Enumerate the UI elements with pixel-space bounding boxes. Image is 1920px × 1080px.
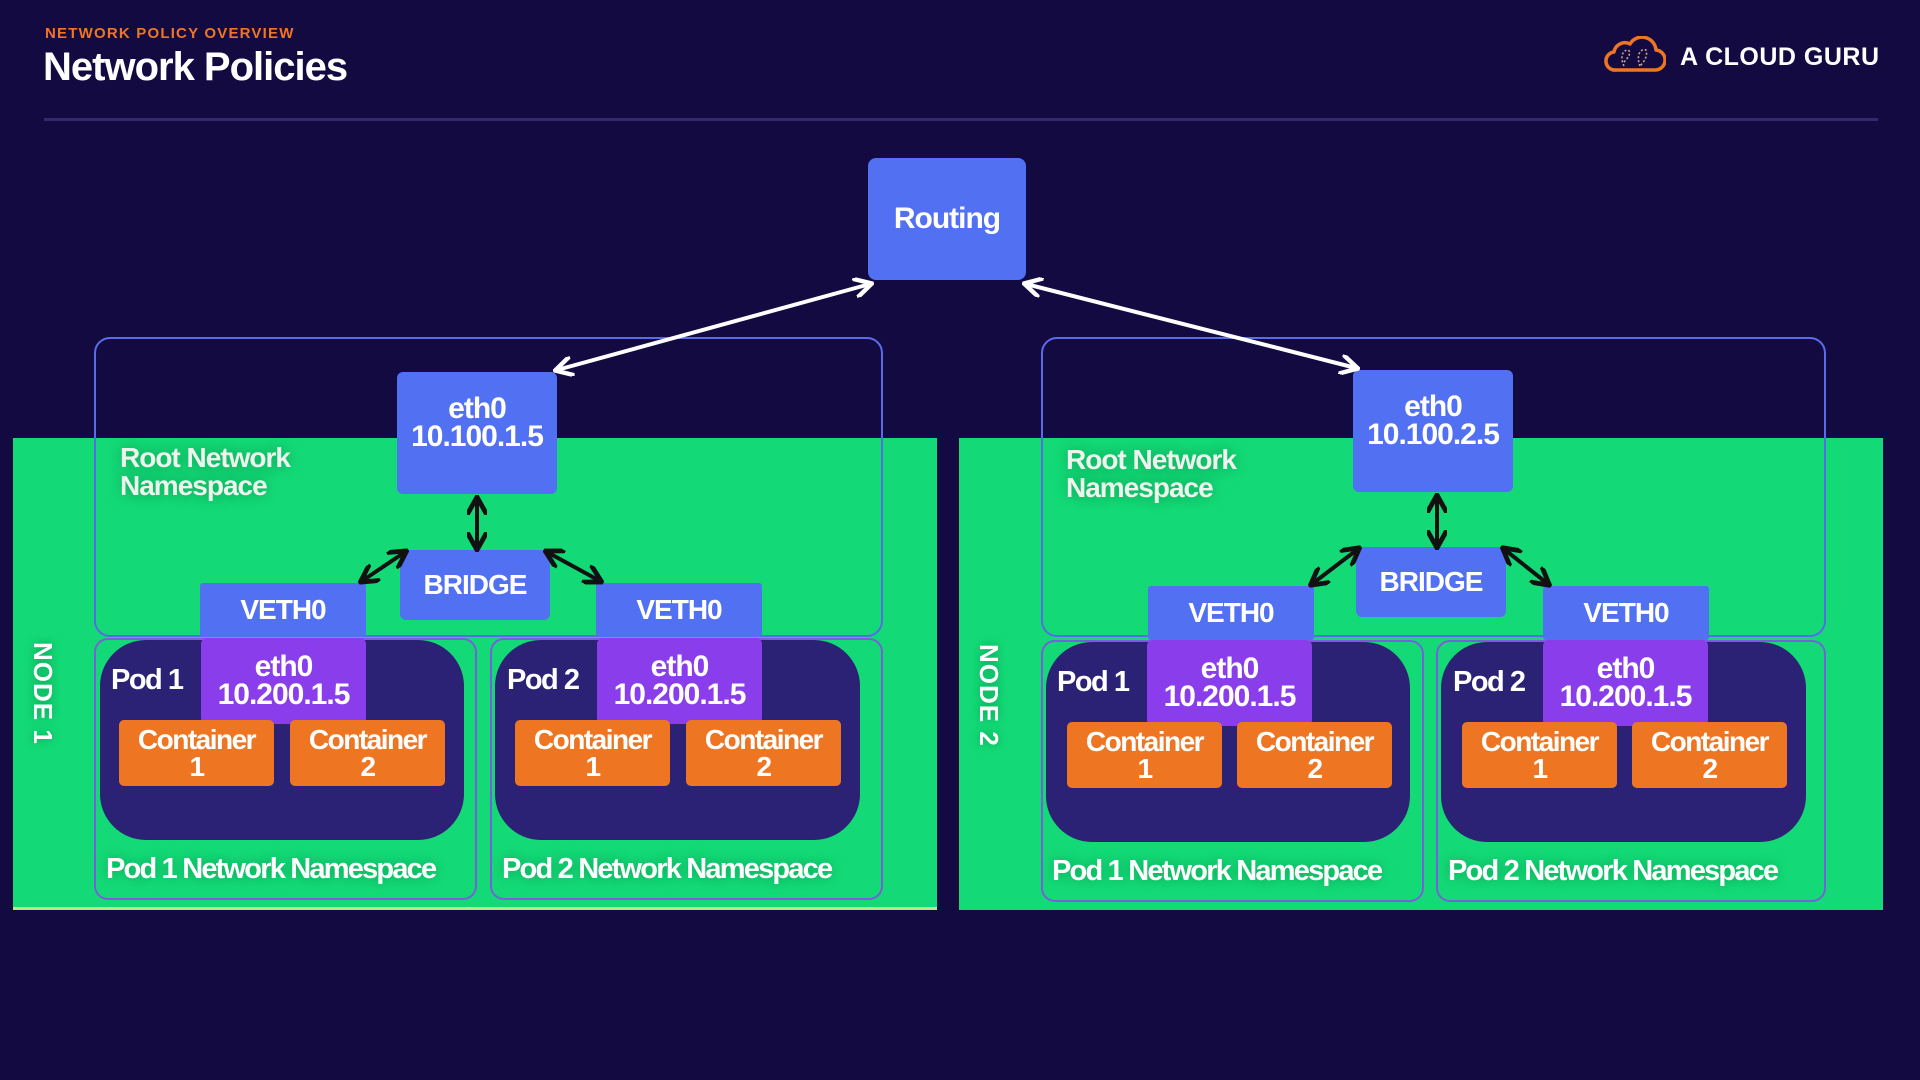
container-2[interactable]: Container 2 xyxy=(686,720,841,786)
node-1-pod-1-veth[interactable]: VETH0 xyxy=(200,583,366,637)
container-number: 1 xyxy=(189,751,205,782)
veth-label: VETH0 xyxy=(1188,597,1274,628)
page-title: Network Policies xyxy=(43,45,348,89)
bridge-label: BRIDGE xyxy=(1379,566,1484,597)
eth0-name: eth0 xyxy=(1200,652,1260,685)
eth0-ip: 10.200.1.5 xyxy=(613,678,747,711)
container-1[interactable]: Container 1 xyxy=(1067,722,1222,788)
veth-label: VETH0 xyxy=(636,594,722,625)
node-1-pod-1-eth0[interactable]: eth0 10.200.1.5 xyxy=(201,638,366,724)
container-2[interactable]: Container 2 xyxy=(1632,722,1787,788)
eth0-ip: 10.100.2.5 xyxy=(1367,418,1500,451)
pod-namespace-label: Pod 2 Network Namespace xyxy=(502,853,833,885)
cloud-logo-icon xyxy=(1604,35,1667,79)
container-1[interactable]: Container 1 xyxy=(1462,722,1617,788)
container-name: Container xyxy=(533,724,653,755)
node-2-eth0[interactable]: eth0 10.100.2.5 xyxy=(1353,370,1513,492)
container-number: 1 xyxy=(1137,753,1153,784)
container-1[interactable]: Container 1 xyxy=(515,720,670,786)
container-2[interactable]: Container 2 xyxy=(1237,722,1392,788)
brand-logo: A CLOUD GURU xyxy=(1604,35,1880,79)
veth-label: VETH0 xyxy=(1583,597,1669,628)
routing-label: Routing xyxy=(893,202,1001,235)
node-2-pod-2-veth[interactable]: VETH0 xyxy=(1543,586,1709,640)
node-1-root-namespace xyxy=(94,337,883,637)
pod-namespace-label: Pod 1 Network Namespace xyxy=(1052,855,1383,887)
node-1-label: NODE 1 xyxy=(28,642,58,745)
eth0-ip: 10.200.1.5 xyxy=(217,678,351,711)
eth0-ip: 10.200.1.5 xyxy=(1559,680,1693,713)
pod-label: Pod 1 xyxy=(1057,666,1130,698)
node-2-root-namespace xyxy=(1041,337,1826,637)
eth0-ip: 10.100.1.5 xyxy=(411,420,544,453)
pod-label: Pod 1 xyxy=(111,664,184,696)
container-name: Container xyxy=(1650,726,1770,757)
container-number: 1 xyxy=(1532,753,1548,784)
node-1-eth0[interactable]: eth0 10.100.1.5 xyxy=(397,372,557,494)
container-number: 1 xyxy=(585,751,601,782)
eth0-ip: 10.200.1.5 xyxy=(1163,680,1297,713)
node-2-pod-1-veth[interactable]: VETH0 xyxy=(1148,586,1314,640)
header-divider xyxy=(44,118,1878,121)
container-number: 2 xyxy=(360,751,376,782)
pod-label: Pod 2 xyxy=(1453,666,1526,698)
pod-namespace-label: Pod 1 Network Namespace xyxy=(106,853,437,885)
eth0-name: eth0 xyxy=(254,650,314,683)
section-eyebrow: NETWORK POLICY OVERVIEW xyxy=(45,25,295,42)
eth0-name: eth0 xyxy=(1596,652,1656,685)
eth0-name: eth0 xyxy=(650,650,710,683)
node-2-pod-1-eth0[interactable]: eth0 10.200.1.5 xyxy=(1147,640,1312,726)
container-name: Container xyxy=(704,724,824,755)
node-1-pod-2-veth[interactable]: VETH0 xyxy=(596,583,762,637)
pod-namespace-label: Pod 2 Network Namespace xyxy=(1448,855,1779,887)
container-1[interactable]: Container 1 xyxy=(119,720,274,786)
pod-label: Pod 2 xyxy=(507,664,580,696)
container-2[interactable]: Container 2 xyxy=(290,720,445,786)
node-1-pod-2-eth0[interactable]: eth0 10.200.1.5 xyxy=(597,638,762,724)
container-number: 2 xyxy=(1307,753,1323,784)
node-1-bridge[interactable]: BRIDGE xyxy=(400,550,550,620)
container-name: Container xyxy=(1255,726,1375,757)
container-name: Container xyxy=(137,724,257,755)
eth0-name: eth0 xyxy=(1404,390,1463,423)
routing-box[interactable]: Routing xyxy=(868,158,1026,280)
container-name: Container xyxy=(1480,726,1600,757)
brand-name: A CLOUD GURU xyxy=(1680,43,1880,71)
container-number: 2 xyxy=(756,751,772,782)
container-name: Container xyxy=(308,724,428,755)
node-2-label: NODE 2 xyxy=(974,644,1004,747)
bridge-label: BRIDGE xyxy=(423,569,528,600)
container-name: Container xyxy=(1085,726,1205,757)
node-1-root-namespace-label: Root Network Namespace xyxy=(120,442,291,501)
node-2-pod-2-eth0[interactable]: eth0 10.200.1.5 xyxy=(1543,640,1708,726)
eth0-name: eth0 xyxy=(448,392,507,425)
node-2-bridge[interactable]: BRIDGE xyxy=(1356,547,1506,617)
container-number: 2 xyxy=(1702,753,1718,784)
veth-label: VETH0 xyxy=(240,594,326,625)
node-2-root-namespace-label: Root Network Namespace xyxy=(1066,444,1237,503)
